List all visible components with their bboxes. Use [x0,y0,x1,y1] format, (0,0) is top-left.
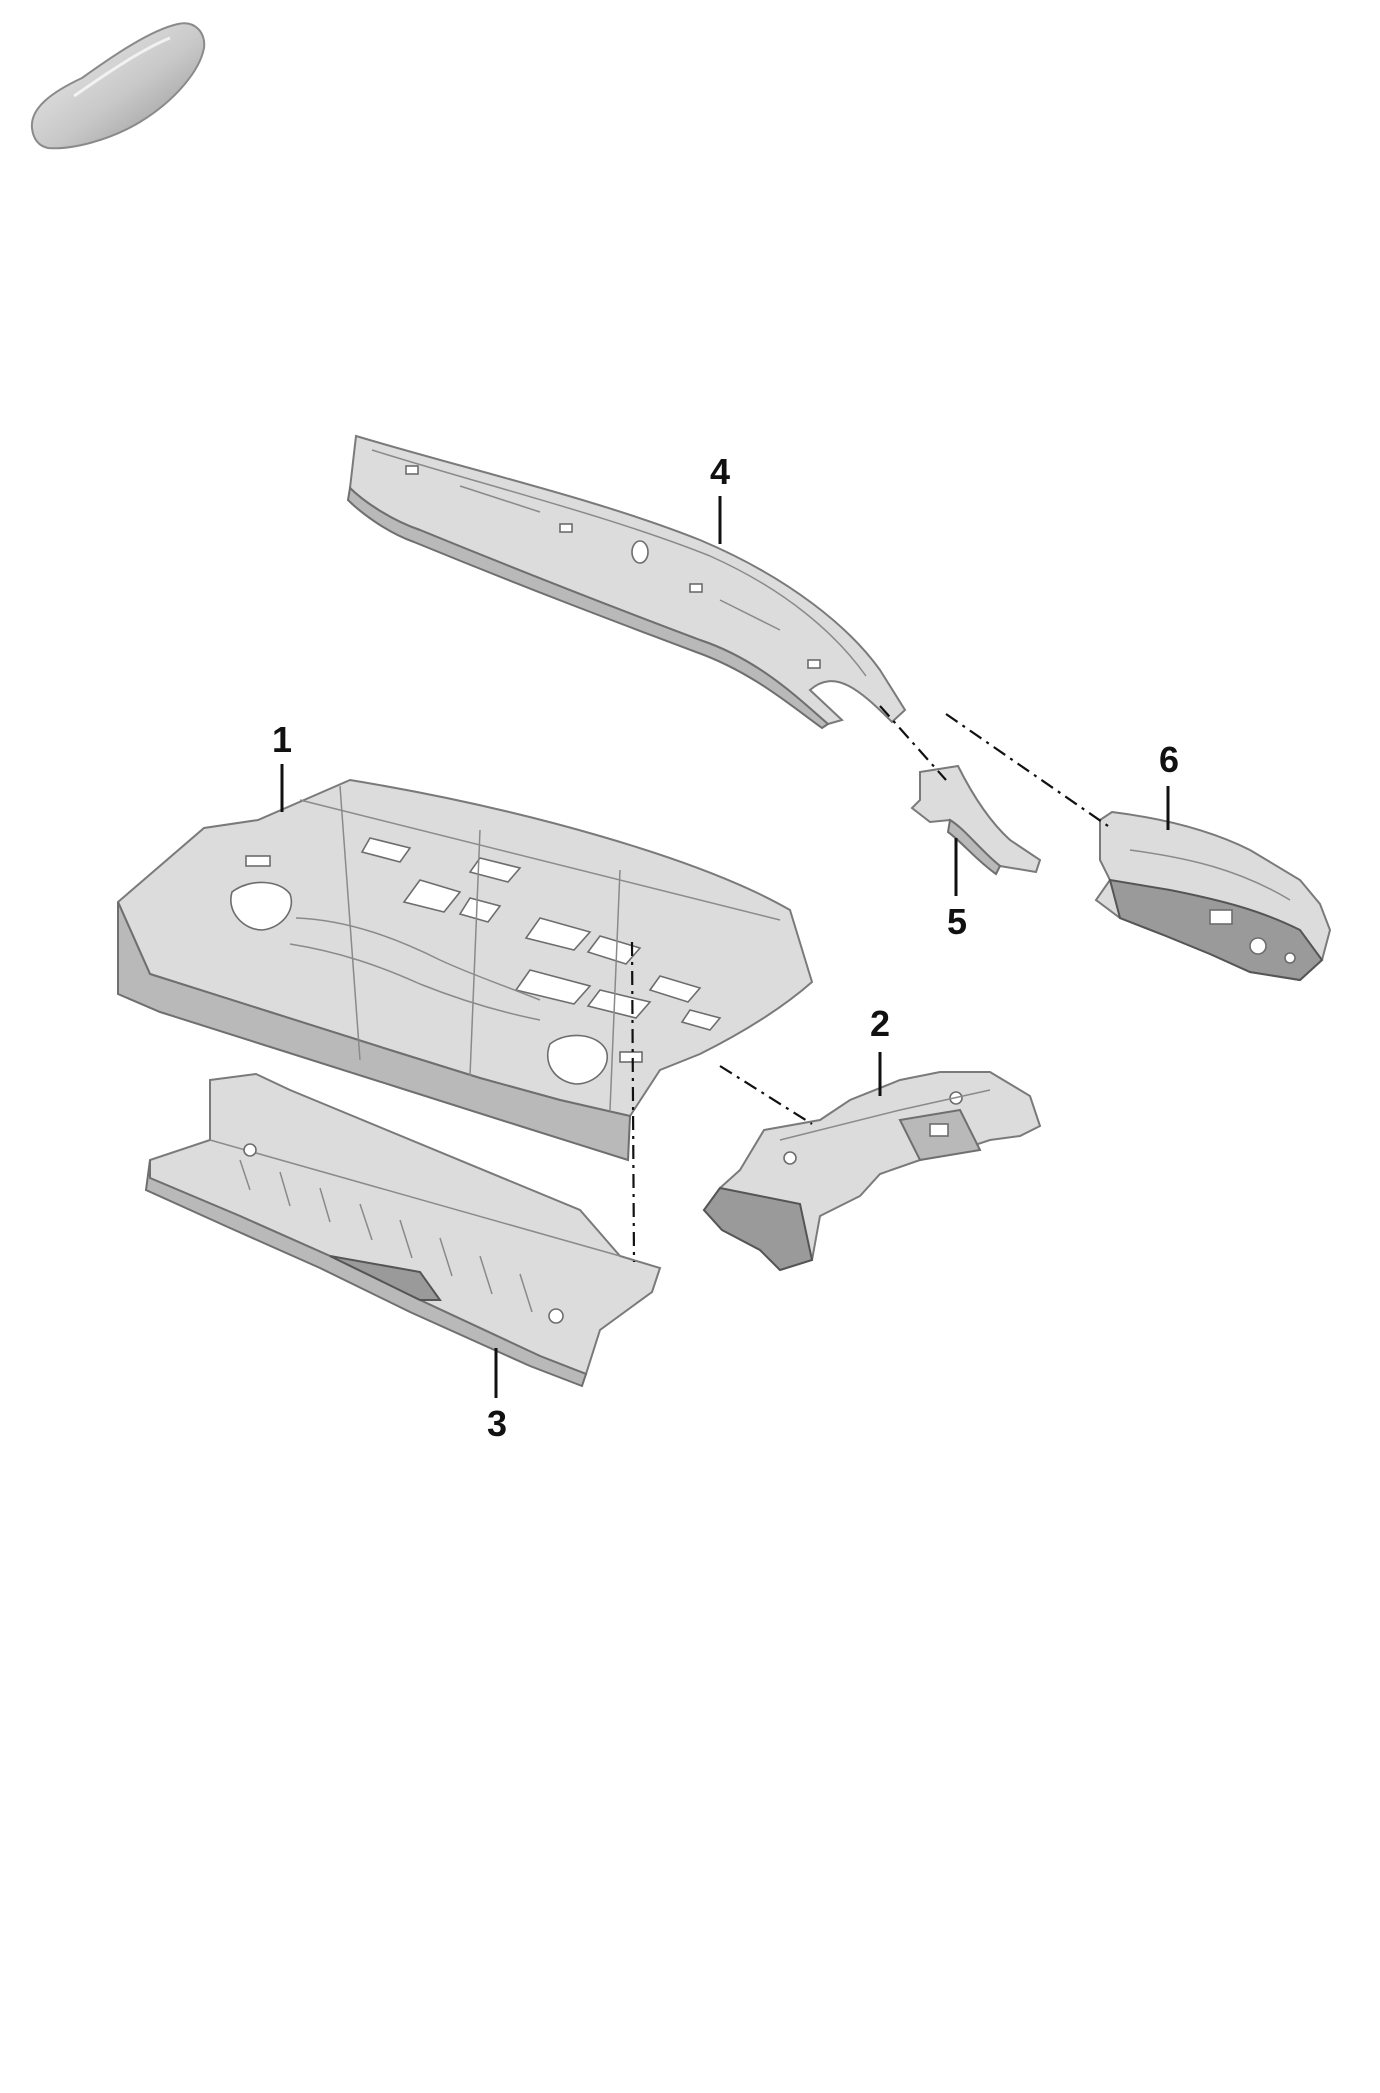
callout-4[interactable]: 4 [710,451,730,492]
callout-2[interactable]: 2 [870,1003,890,1044]
part-3-lower-panel [144,1072,662,1388]
part-5-bracket [910,764,1042,876]
callout-1[interactable]: 1 [272,719,292,760]
car-silhouette-icon [30,22,206,150]
assembly-lines [630,705,1109,1263]
assembly-line-1-2 [719,1065,813,1125]
callout-3[interactable]: 3 [487,1403,507,1444]
part-1-parcel-shelf [116,778,814,1162]
leader-lines [280,496,1170,1398]
assembly-line-1-3 [630,941,636,1263]
part-6-gusset [1094,810,1332,982]
callout-5[interactable]: 5 [947,901,967,942]
part-2-floor-bracket [702,1071,1042,1272]
part-4-roof-rail [346,434,907,730]
callout-labels: 1 2 3 4 5 6 [272,451,1179,1444]
callout-6[interactable]: 6 [1159,739,1179,780]
assembly-line-4-6 [945,713,1109,827]
assembly-line-4-5 [879,705,947,781]
